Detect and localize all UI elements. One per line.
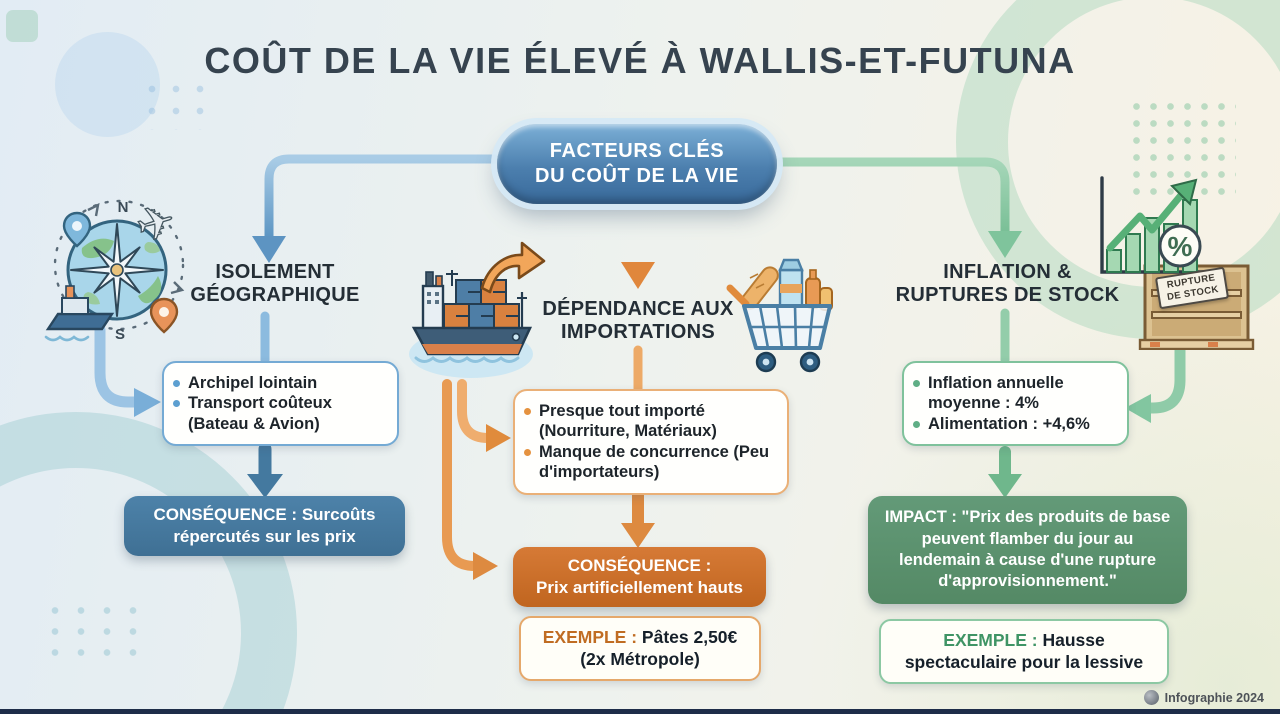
- inflation-example-text: EXEMPLE : Hausse spectaculaire pour la l…: [904, 630, 1144, 673]
- bullet-dot: [913, 380, 920, 387]
- deco-circle-top-left: [55, 32, 160, 137]
- imports-consequence-text: Prix artificiellement hauts: [536, 578, 743, 598]
- bullet-dot: [173, 400, 180, 408]
- list-item: Alimentation : +4,6%: [913, 414, 1117, 434]
- bottom-accent-bar: [0, 709, 1280, 714]
- deco-dots-top-left: [140, 78, 210, 130]
- geo-consequence-box: CONSÉQUENCE : Surcoûts répercutés sur le…: [124, 496, 405, 557]
- heading-dependance-importations: DÉPENDANCE AUX IMPORTATIONS: [542, 298, 734, 343]
- imports-consequence-label: CONSÉQUENCE :: [567, 556, 712, 575]
- list-item: Inflation annuelle moyenne : 4%: [913, 373, 1117, 414]
- bullet-dot: [913, 420, 920, 428]
- deco-dots-bottom-left: [42, 600, 142, 662]
- bullet-dot: [173, 380, 180, 387]
- imports-bullet-2: Manque de concurrence (Peu d'importateur…: [539, 442, 770, 482]
- list-item: Manque de concurrence (Peu d'importateur…: [524, 442, 777, 483]
- author-avatar-icon: [1143, 690, 1159, 705]
- list-item: Transport coûteux (Bateau & Avion): [173, 393, 387, 434]
- inflation-impact-box: IMPACT : "Prix des produits de base peuv…: [868, 496, 1187, 604]
- bullet-dot: [524, 408, 531, 415]
- imports-bullet-card: Presque tout importé (Nourriture, Matéri…: [513, 389, 789, 495]
- geo-bullet-1: Archipel lointain: [188, 374, 318, 392]
- inflation-bullet-card: Inflation annuelle moyenne : 4% Alimenta…: [902, 361, 1129, 447]
- heading-inflation-ruptures: INFLATION & RUPTURES DE STOCK: [895, 261, 1120, 306]
- geo-bullet-card: Archipel lointain Transport coûteux (Bat…: [162, 361, 399, 447]
- inflation-bullet-2: Alimentation : +4,6%: [928, 414, 1090, 433]
- inflation-bullet-1: Inflation annuelle moyenne : 4%: [928, 374, 1064, 413]
- footer-credit-text: Infographie 2024: [1164, 690, 1264, 705]
- heading-isolement-geographique: ISOLEMENT GÉOGRAPHIQUE: [190, 261, 360, 306]
- root-node-facteurs-cles: FACTEURS CLÉS DU COÛT DE LA VIE: [497, 124, 777, 204]
- deco-dots-top-right: [1128, 98, 1236, 198]
- globe-compass-icon: N S ✈: [40, 186, 202, 353]
- imports-consequence-box: CONSÉQUENCE : Prix artificiellement haut…: [513, 547, 766, 608]
- compass-south-label: S: [115, 326, 125, 343]
- footer-credit: Infographie 2024: [1143, 690, 1264, 705]
- cargo-ship-icon: [398, 240, 546, 393]
- shopping-cart-icon: [716, 248, 848, 383]
- page-title: COÛT DE LA VIE ÉLEVÉ À WALLIS-ET-FUTUNA: [204, 40, 1076, 81]
- list-item: Presque tout importé (Nourriture, Matéri…: [524, 401, 777, 442]
- inflation-impact-text: IMPACT : "Prix des produits de base peuv…: [884, 508, 1171, 591]
- list-item: Archipel lointain: [173, 373, 387, 393]
- deco-square-top-left: [6, 10, 38, 42]
- compass-north-label: N: [118, 199, 129, 216]
- inflation-example-box: EXEMPLE : Hausse spectaculaire pour la l…: [879, 619, 1169, 684]
- geo-consequence-text: CONSÉQUENCE : Surcoûts répercutés sur le…: [153, 505, 376, 547]
- imports-example-box: EXEMPLE : Pâtes 2,50€ (2x Métropole): [519, 616, 761, 681]
- bullet-dot: [524, 448, 531, 456]
- geo-bullet-2: Transport coûteux (Bateau & Avion): [188, 394, 332, 433]
- percent-label: %: [1168, 231, 1193, 262]
- imports-bullet-1: Presque tout importé (Nourriture, Matéri…: [539, 402, 717, 441]
- imports-example-text: EXEMPLE : Pâtes 2,50€ (2x Métropole): [542, 627, 738, 670]
